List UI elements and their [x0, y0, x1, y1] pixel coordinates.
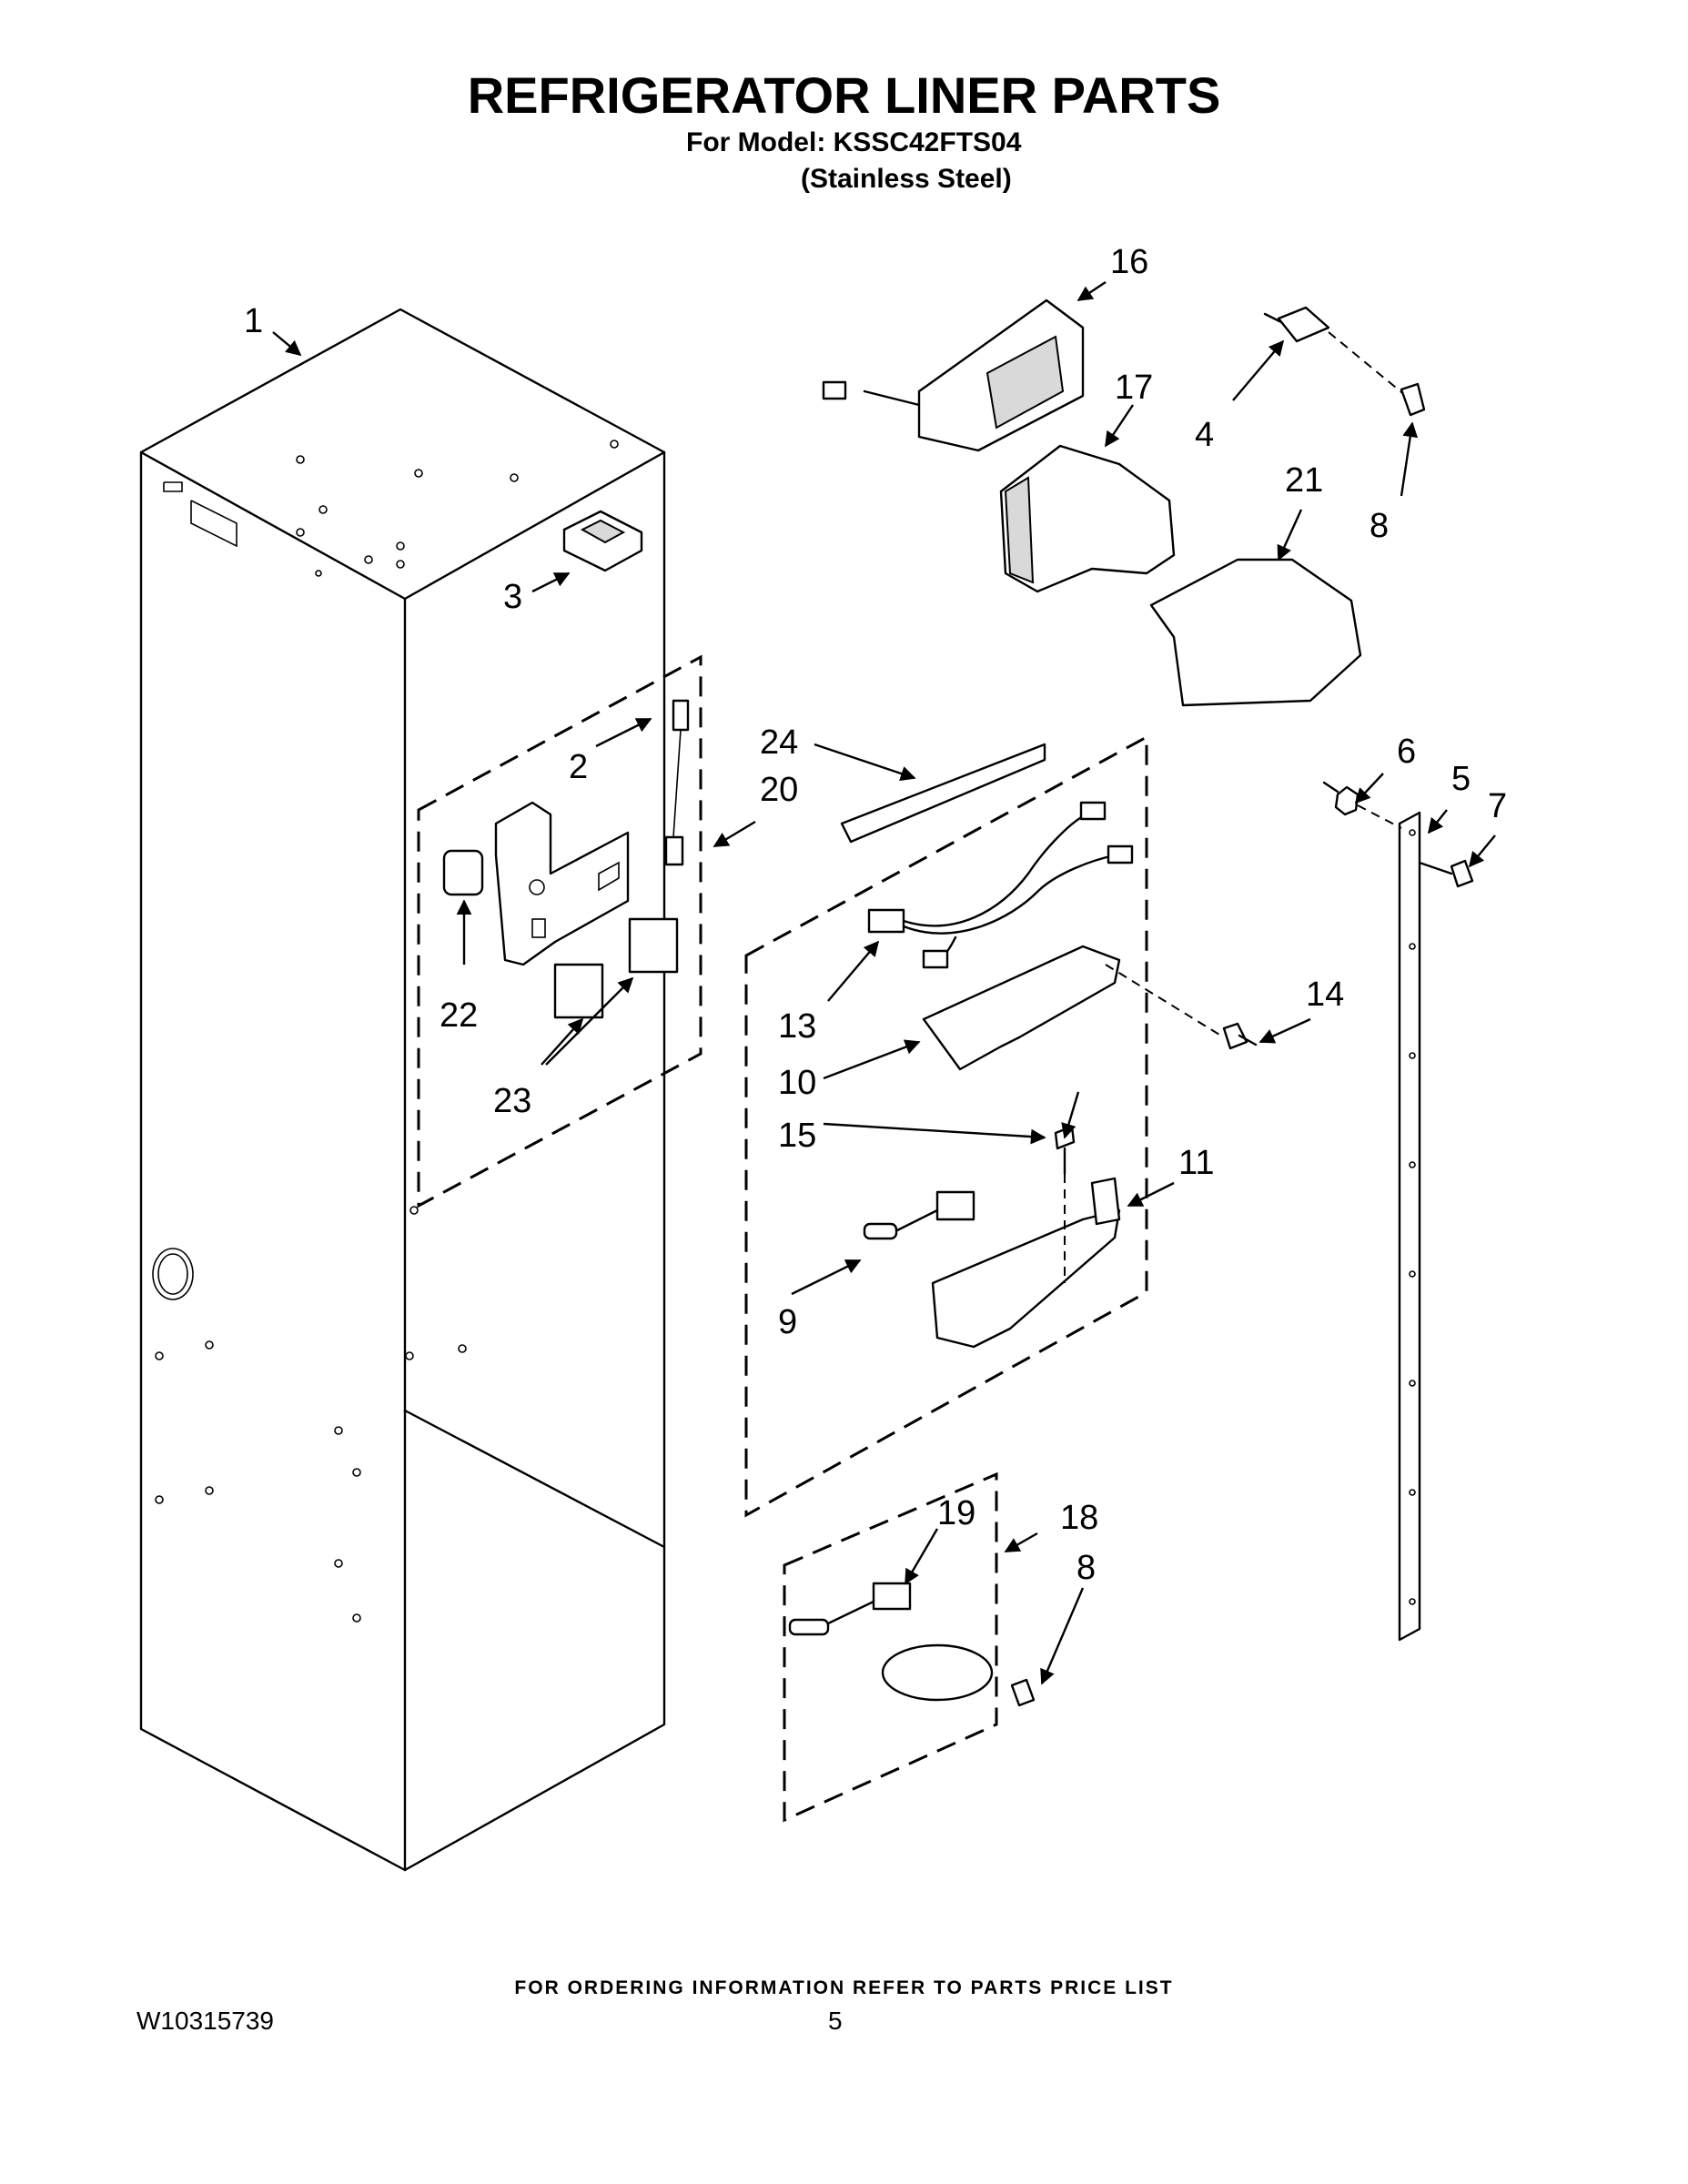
leader-lines — [272, 281, 1496, 1685]
callout-18: 18 — [1060, 1499, 1098, 1537]
callout-23: 23 — [493, 1082, 531, 1120]
callout-22: 22 — [440, 996, 478, 1035]
liner-cabinet — [139, 308, 666, 1872]
sensor-part-9 — [863, 1190, 975, 1240]
module-part-16 — [822, 298, 1085, 452]
model-number: For Model: KSSC42FTS04 — [686, 127, 1022, 157]
gasket-part-23b — [628, 917, 679, 974]
page-title: REFRIGERATOR LINER PARTS — [467, 66, 1221, 124]
callout-14: 14 — [1306, 976, 1344, 1014]
callout-17: 17 — [1115, 369, 1153, 407]
gasket-part-23a — [553, 963, 604, 1019]
callout-16: 16 — [1110, 243, 1148, 281]
callout-11: 11 — [1178, 1144, 1214, 1182]
callout-24: 24 — [760, 723, 798, 762]
thermistor-part-2 — [664, 699, 690, 866]
callout-21: 21 — [1285, 461, 1323, 500]
dispenser-group-boundary — [744, 734, 1148, 1518]
wire-harness-part-13 — [867, 801, 1134, 969]
callout-8-upper: 8 — [1370, 507, 1389, 545]
grommet-part-22 — [442, 849, 484, 896]
callout-20: 20 — [760, 771, 798, 809]
document-number: W10315739 — [136, 2007, 275, 2035]
light-socket-part-3 — [562, 510, 643, 572]
cover-part-21 — [1149, 558, 1362, 707]
callout-7: 7 — [1488, 787, 1507, 825]
housing-part-11 — [931, 1177, 1121, 1349]
screw-part-7 — [1418, 859, 1474, 888]
cover-strip-part-24 — [840, 743, 1046, 844]
control-bracket-part-20 — [494, 801, 630, 966]
callout-10: 10 — [778, 1064, 816, 1102]
callout-9: 9 — [778, 1303, 797, 1341]
group-20-boundary — [417, 654, 702, 1208]
nut-part-6 — [1322, 781, 1402, 829]
bracket-part-10 — [922, 945, 1121, 1071]
cover-part-17 — [999, 444, 1176, 593]
page-number: 5 — [828, 2007, 843, 2035]
screw-part-14 — [1222, 1022, 1258, 1050]
model-variant: (Stainless Steel) — [801, 164, 1012, 194]
group-18-boundary — [783, 1471, 998, 1823]
clip-part-4 — [1263, 306, 1407, 397]
callout-8-lower: 8 — [1076, 1549, 1096, 1587]
screw-part-8-lower — [1010, 1678, 1036, 1707]
callout-19: 19 — [937, 1494, 975, 1532]
callout-1: 1 — [244, 302, 263, 340]
sensor-part-19 — [788, 1582, 912, 1636]
cover-part-18 — [881, 1643, 994, 1702]
ordering-note: FOR ORDERING INFORMATION REFER TO PARTS … — [514, 1977, 1174, 1998]
callout-3: 3 — [503, 578, 522, 616]
callout-4: 4 — [1195, 416, 1214, 454]
callout-15: 15 — [778, 1117, 816, 1155]
screw-14-axis-line — [1105, 964, 1225, 1038]
callout-6: 6 — [1397, 733, 1416, 771]
screw-part-8-upper — [1400, 382, 1426, 417]
callout-13: 13 — [778, 1007, 816, 1046]
screw-part-15 — [1054, 1125, 1076, 1176]
callout-5: 5 — [1451, 760, 1471, 798]
callout-2: 2 — [569, 748, 588, 786]
rail-part-5 — [1398, 811, 1421, 1642]
